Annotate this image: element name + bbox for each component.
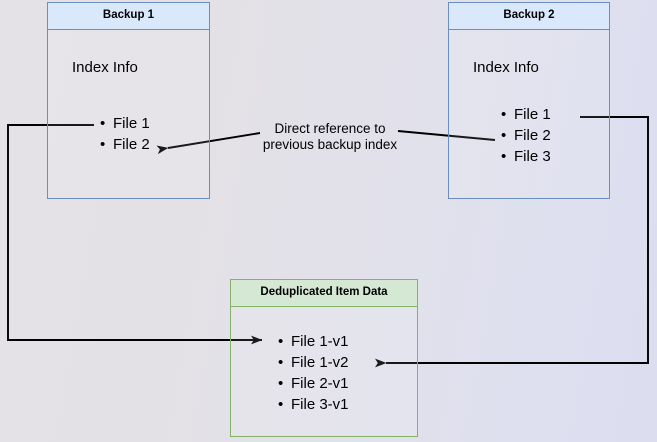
list-item: File 3: [501, 146, 551, 167]
list-item: File 2-v1: [278, 373, 348, 394]
list-item: File 2: [501, 125, 551, 146]
edge-label-line-2: previous backup index: [262, 137, 398, 152]
backup-1-index-info-label: Index Info: [72, 58, 138, 76]
list-item: File 1-v1: [278, 331, 348, 352]
edge-label-direct-reference: Direct reference to previous backup inde…: [247, 121, 413, 153]
node-deduplicated-item-data-header: Deduplicated Item Data: [231, 280, 417, 307]
node-backup-2[interactable]: Backup 2 Index Info File 1 File 2 File 3: [448, 2, 610, 199]
backup-2-file-list: File 1 File 2 File 3: [500, 104, 551, 167]
list-item: File 1-v2: [278, 352, 348, 373]
node-backup-2-body: Index Info File 1 File 2 File 3: [449, 30, 609, 200]
list-item: File 1: [501, 104, 551, 125]
node-backup-1-body: Index Info File 1 File 2: [48, 30, 209, 200]
node-deduplicated-item-data[interactable]: Deduplicated Item Data File 1-v1 File 1-…: [230, 279, 418, 437]
list-item: File 3-v1: [278, 394, 348, 415]
backup-2-index-info-label: Index Info: [473, 58, 539, 76]
dedup-file-list: File 1-v1 File 1-v2 File 2-v1 File 3-v1: [277, 331, 348, 415]
list-item: File 1: [100, 113, 150, 134]
backup-1-file-list: File 1 File 2: [99, 113, 150, 155]
node-deduplicated-item-data-body: File 1-v1 File 1-v2 File 2-v1 File 3-v1: [231, 307, 417, 438]
node-backup-2-header: Backup 2: [449, 3, 609, 30]
edge-label-line-1: Direct reference to: [274, 121, 386, 136]
node-backup-1[interactable]: Backup 1 Index Info File 1 File 2: [47, 2, 210, 199]
list-item: File 2: [100, 134, 150, 155]
node-backup-1-header: Backup 1: [48, 3, 209, 30]
